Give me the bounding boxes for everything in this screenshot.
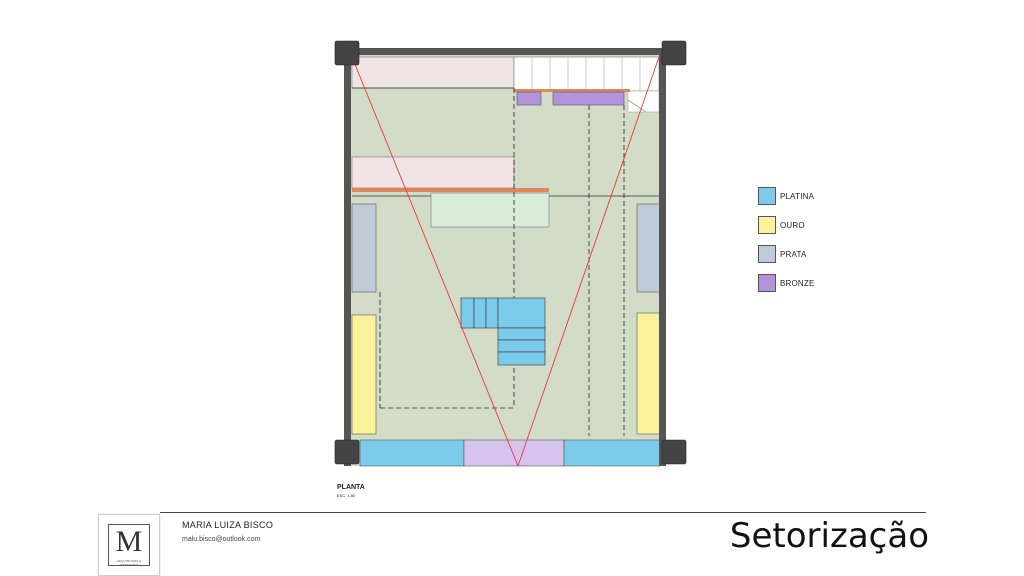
pillars bbox=[334, 40, 687, 465]
top-pink-zone bbox=[351, 56, 515, 89]
floor-plan bbox=[334, 40, 687, 467]
legend-item-ouro: OURO bbox=[758, 215, 815, 235]
legend-label-ouro: OURO bbox=[780, 220, 805, 230]
brand-logo-frame: M ARQUITETURA & INTERIORES bbox=[108, 524, 150, 567]
floor-area bbox=[344, 50, 666, 466]
author-name: MARIA LUIZA BISCO bbox=[182, 520, 274, 530]
legend-label-platina: PLATINA bbox=[780, 191, 815, 201]
legend-swatch-prata bbox=[758, 245, 776, 263]
sight-lines bbox=[351, 56, 660, 467]
right-prata-booth bbox=[636, 203, 662, 293]
legend-label-prata: PRATA bbox=[780, 249, 807, 259]
brand-logo: M ARQUITETURA & INTERIORES bbox=[98, 514, 160, 576]
legend-item-platina: PLATINA bbox=[758, 186, 815, 206]
lower-orange-beam bbox=[352, 188, 549, 192]
bronze-booth-small bbox=[516, 91, 542, 106]
legend: PLATINA OURO PRATA BRONZE bbox=[758, 186, 815, 302]
central-platina-booth bbox=[460, 297, 546, 366]
bottom-left-platina-booth bbox=[359, 439, 465, 467]
bottom-center-bronze-booth bbox=[463, 439, 565, 467]
left-prata-booth bbox=[351, 203, 377, 293]
legend-swatch-platina bbox=[758, 187, 776, 205]
legend-item-bronze: BRONZE bbox=[758, 273, 815, 293]
page-title: Setorização bbox=[729, 516, 929, 556]
footer-divider bbox=[160, 512, 926, 513]
bottom-right-platina-booth bbox=[563, 439, 661, 467]
walls bbox=[344, 48, 666, 466]
legend-item-prata: PRATA bbox=[758, 244, 815, 264]
staircase bbox=[513, 56, 660, 92]
staircase-arrow bbox=[627, 99, 647, 113]
middle-pink-zone bbox=[351, 156, 515, 189]
right-ouro-booth bbox=[636, 312, 662, 435]
bronze-booth-large bbox=[552, 91, 625, 106]
brand-logo-letter: M bbox=[115, 525, 143, 558]
author-email: malu.bisco@outlook.com bbox=[182, 536, 261, 543]
legend-swatch-bronze bbox=[758, 274, 776, 292]
plan-scale: ESC. 1:50 bbox=[337, 493, 356, 498]
brand-logo-subtitle: ARQUITETURA & INTERIORES bbox=[116, 559, 142, 567]
upper-orange-beam bbox=[514, 89, 630, 92]
central-counter bbox=[430, 192, 550, 228]
legend-label-bronze: BRONZE bbox=[780, 278, 815, 288]
plan-title: PLANTA bbox=[337, 484, 365, 491]
legend-swatch-ouro bbox=[758, 216, 776, 234]
staircase-treads bbox=[531, 57, 641, 91]
left-ouro-booth bbox=[351, 314, 377, 435]
